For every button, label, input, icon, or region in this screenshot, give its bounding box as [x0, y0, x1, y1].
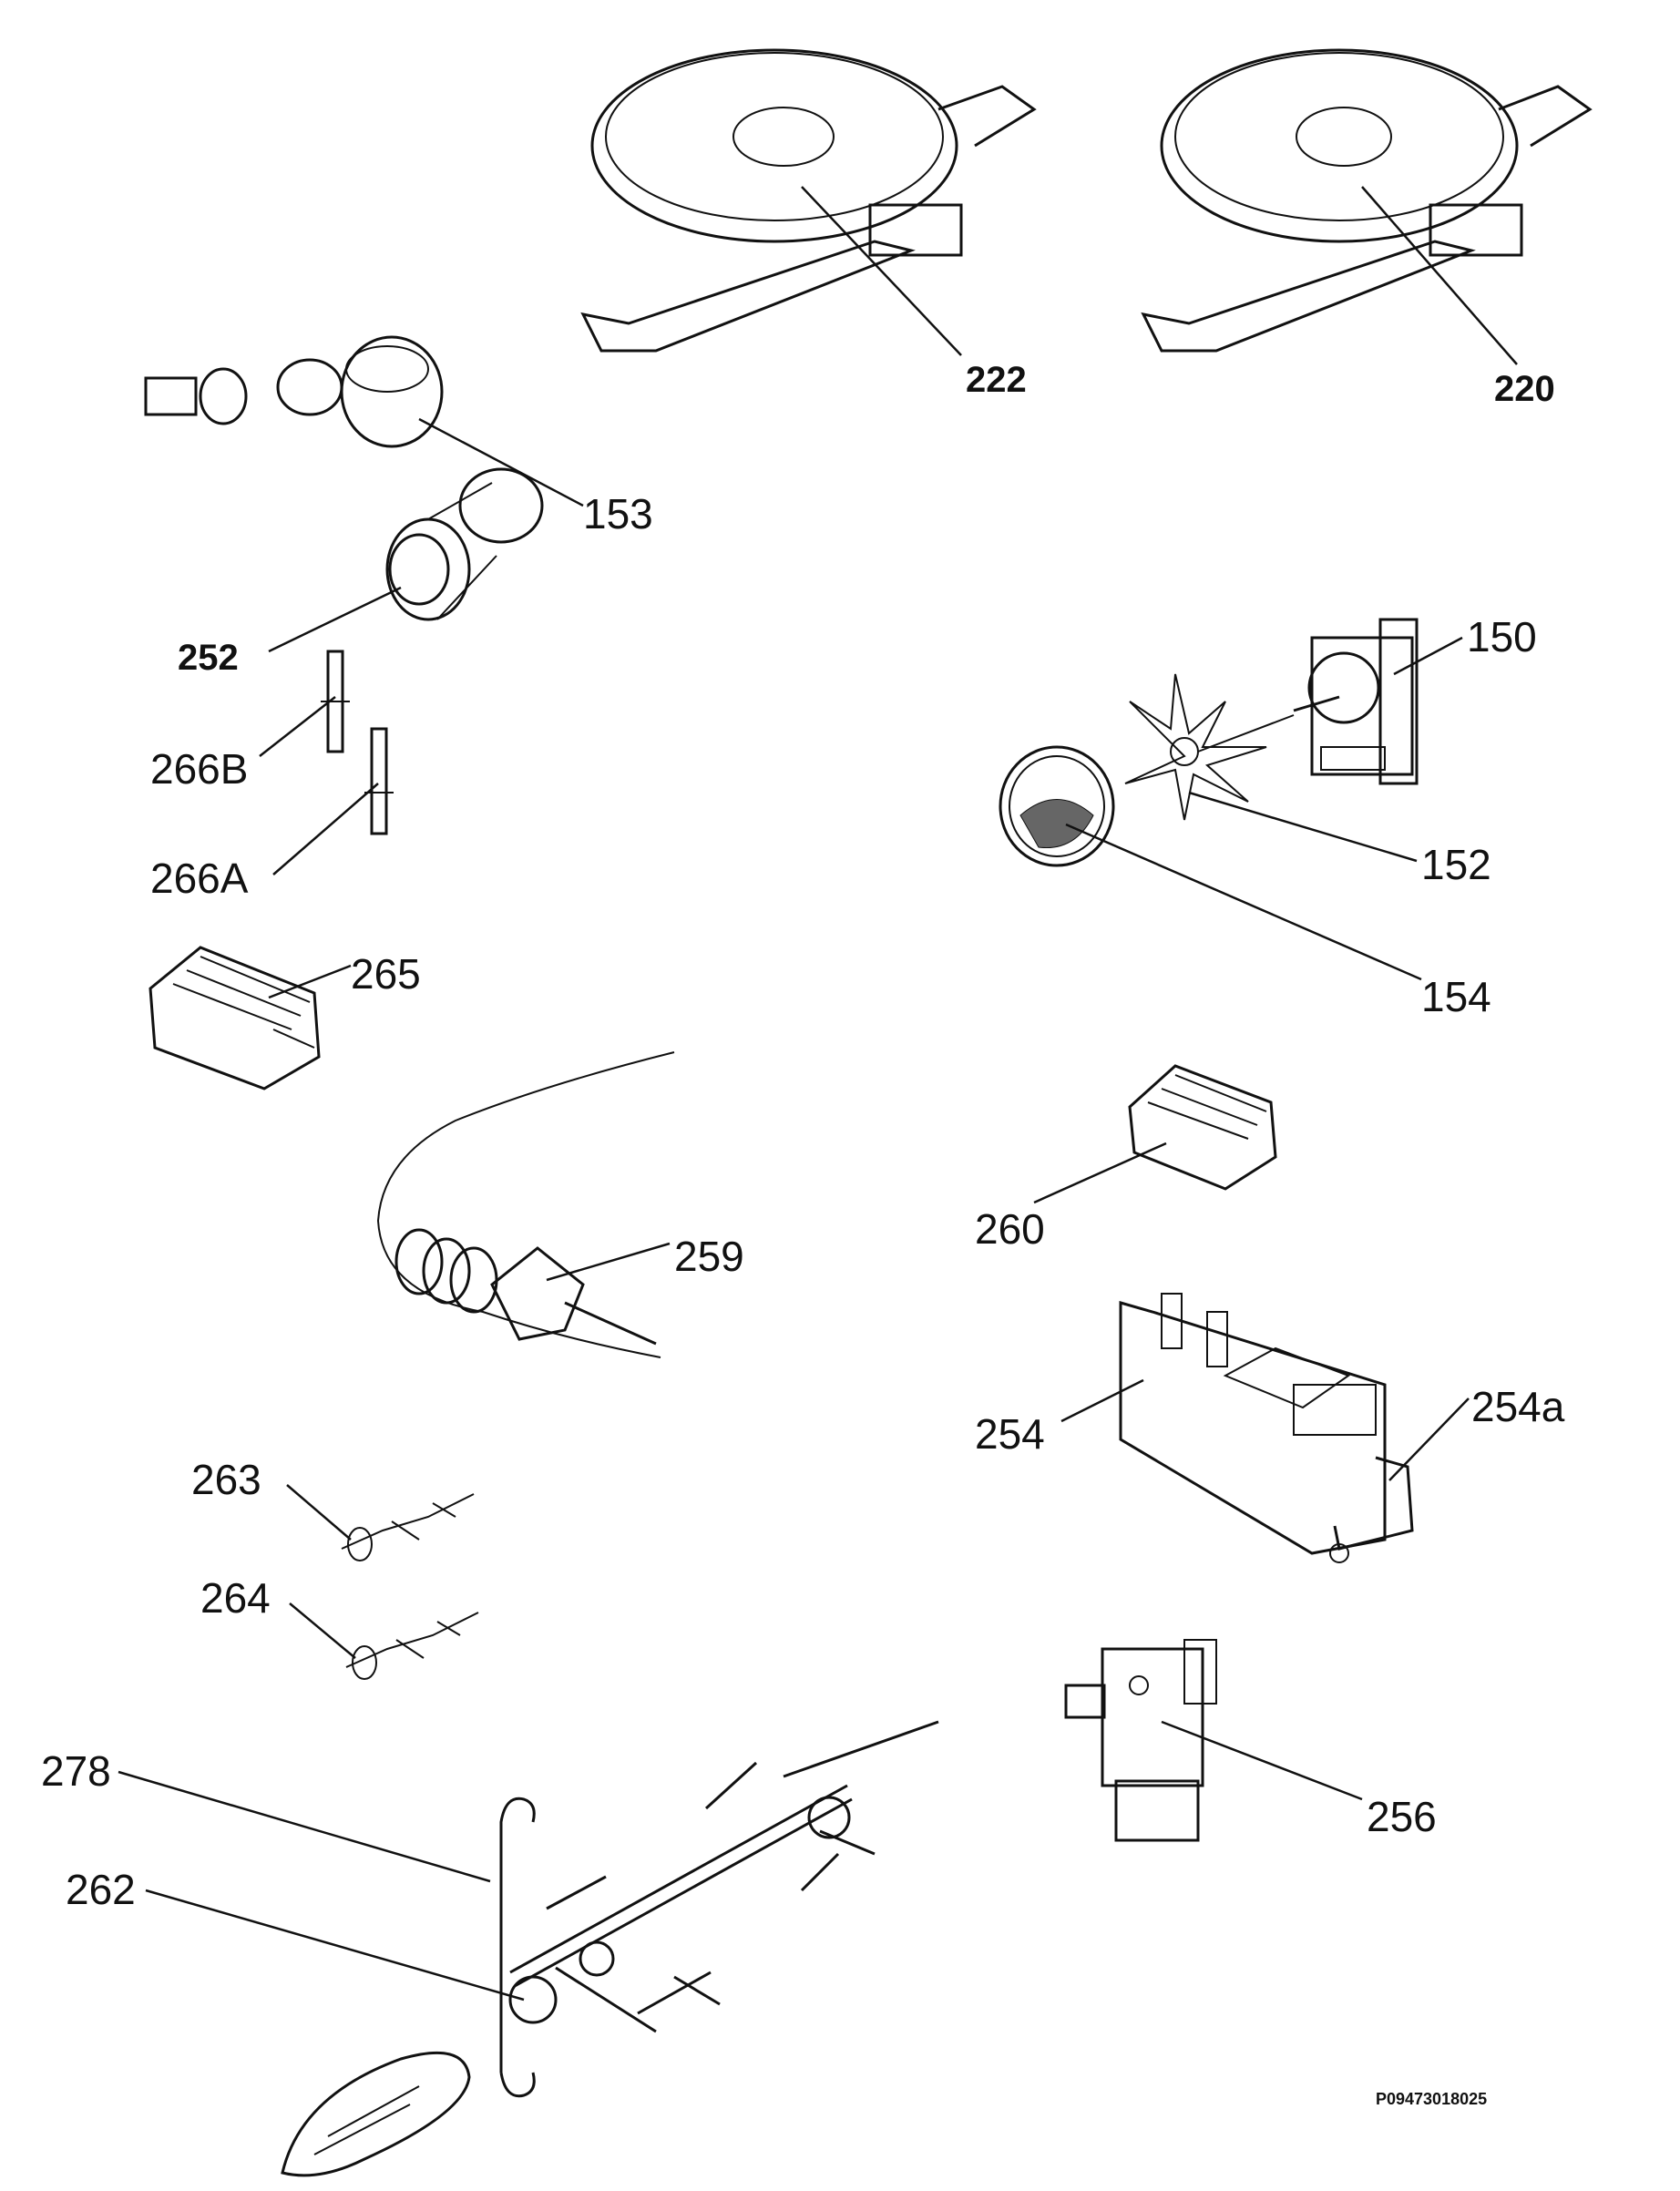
hotplate-220 — [1141, 48, 1593, 353]
leader-262 — [145, 1889, 525, 2002]
thermostat-259 — [376, 1051, 675, 1358]
label-222: 222 — [966, 360, 1027, 400]
leader-252 — [268, 586, 402, 653]
label-252: 252 — [178, 638, 239, 678]
label-265: 265 — [351, 950, 421, 998]
leader-264 — [289, 1602, 356, 1659]
fan-motor-150 — [1293, 618, 1419, 785]
label-266b: 266B — [150, 745, 248, 793]
label-266a: 266A — [150, 855, 249, 902]
leader-265 — [268, 964, 352, 999]
label-154: 154 — [1421, 973, 1491, 1020]
selector-switch-265 — [149, 946, 321, 1090]
microswitch-256 — [1064, 1639, 1217, 1842]
lamp-252 — [385, 467, 544, 621]
leader-152 — [1188, 791, 1418, 863]
label-254: 254 — [975, 1410, 1045, 1458]
ignition-generator-254 — [1119, 1293, 1387, 1555]
leader-222 — [801, 186, 962, 356]
label-153: 153 — [583, 490, 653, 538]
label-256: 256 — [1367, 1793, 1437, 1840]
leader-278 — [118, 1770, 491, 1883]
label-259: 259 — [674, 1233, 744, 1280]
label-150: 150 — [1467, 613, 1537, 660]
leader-254a — [1388, 1398, 1470, 1481]
label-262: 262 — [66, 1866, 136, 1913]
leader-153 — [418, 417, 584, 507]
lamp-bulb-153 — [144, 335, 444, 448]
gas-rail-assembly — [281, 1720, 939, 2177]
leader-254 — [1060, 1378, 1144, 1423]
terminal-264 — [345, 1612, 479, 1680]
label-254a: 254a — [1471, 1383, 1565, 1430]
leader-220 — [1361, 186, 1518, 365]
leader-154 — [1065, 823, 1422, 981]
leader-266a — [272, 783, 379, 875]
label-260: 260 — [975, 1205, 1045, 1253]
leader-263 — [286, 1484, 352, 1541]
label-264: 264 — [200, 1574, 271, 1622]
drawing-code: P09473018025 — [1376, 2090, 1487, 2108]
fan-blade-152 — [1124, 673, 1295, 821]
leader-266b — [259, 696, 336, 757]
terminal-263 — [341, 1493, 475, 1561]
leader-256 — [1161, 1720, 1363, 1801]
selector-switch-260 — [1128, 1064, 1277, 1191]
leader-260 — [1033, 1142, 1167, 1204]
bracket-254a — [1329, 1456, 1414, 1563]
leader-259 — [546, 1242, 671, 1282]
hotplate-222 — [580, 48, 1037, 353]
pin-266b — [321, 650, 350, 753]
pin-266a — [364, 727, 394, 835]
label-220: 220 — [1494, 369, 1555, 409]
label-152: 152 — [1421, 841, 1491, 888]
label-263: 263 — [191, 1456, 261, 1503]
label-278: 278 — [41, 1747, 111, 1795]
fan-cover-154 — [999, 745, 1115, 867]
leader-150 — [1393, 636, 1463, 676]
